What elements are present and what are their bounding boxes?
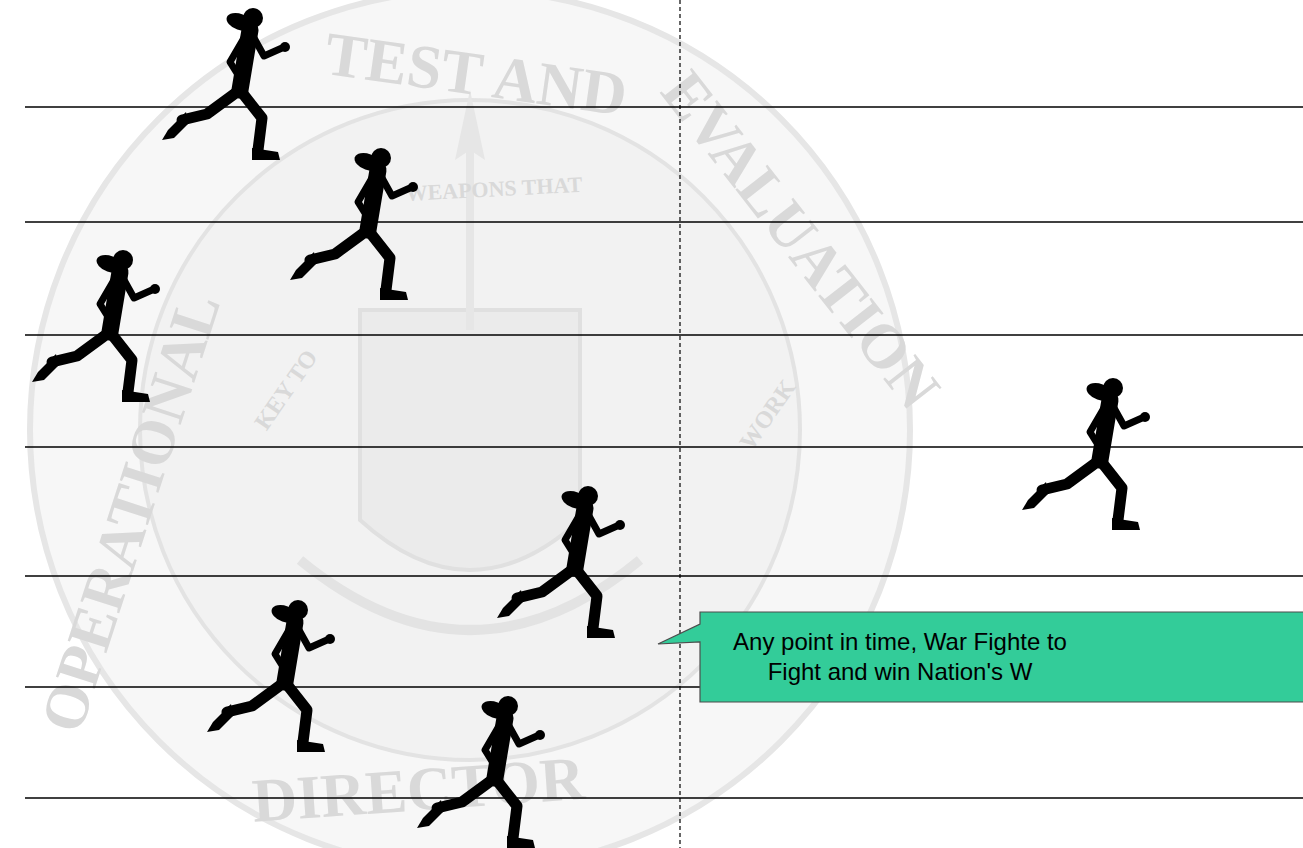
- watermark-text: WORK: [735, 376, 800, 454]
- runner-figure: [1022, 378, 1150, 530]
- runner-figure: [207, 600, 335, 752]
- runner-figure: [162, 8, 290, 160]
- lane-line: [25, 797, 1303, 799]
- watermark-text: WEAPONS THAT: [405, 174, 583, 205]
- lane-line: [25, 575, 1303, 577]
- watermark-text: KEY TO: [250, 346, 322, 434]
- lane-line: [25, 221, 1303, 223]
- runner-figure: [497, 486, 625, 638]
- callout-box: Any point in time, War Fighte to Fight a…: [658, 612, 1303, 702]
- watermark-text: TEST AND: [321, 22, 631, 126]
- lane-line: [25, 334, 1303, 336]
- lane-line: [25, 446, 1303, 448]
- time-marker-line: [679, 0, 680, 848]
- seal-outer-ring: [30, 0, 910, 848]
- watermark-text: DIRECTOR: [250, 747, 587, 832]
- watermark-text: EVALUATION: [651, 60, 951, 419]
- callout-outline: [658, 612, 1303, 702]
- runner-figure: [32, 250, 160, 402]
- callout-text: Any point in time, War Fighte to Fight a…: [710, 627, 1090, 687]
- callout-shape: [658, 612, 1303, 702]
- seal-shield: [360, 310, 580, 570]
- runner-figure: [417, 696, 545, 848]
- seal-arrow-shaft: [466, 150, 474, 330]
- runner-figure: [290, 148, 418, 300]
